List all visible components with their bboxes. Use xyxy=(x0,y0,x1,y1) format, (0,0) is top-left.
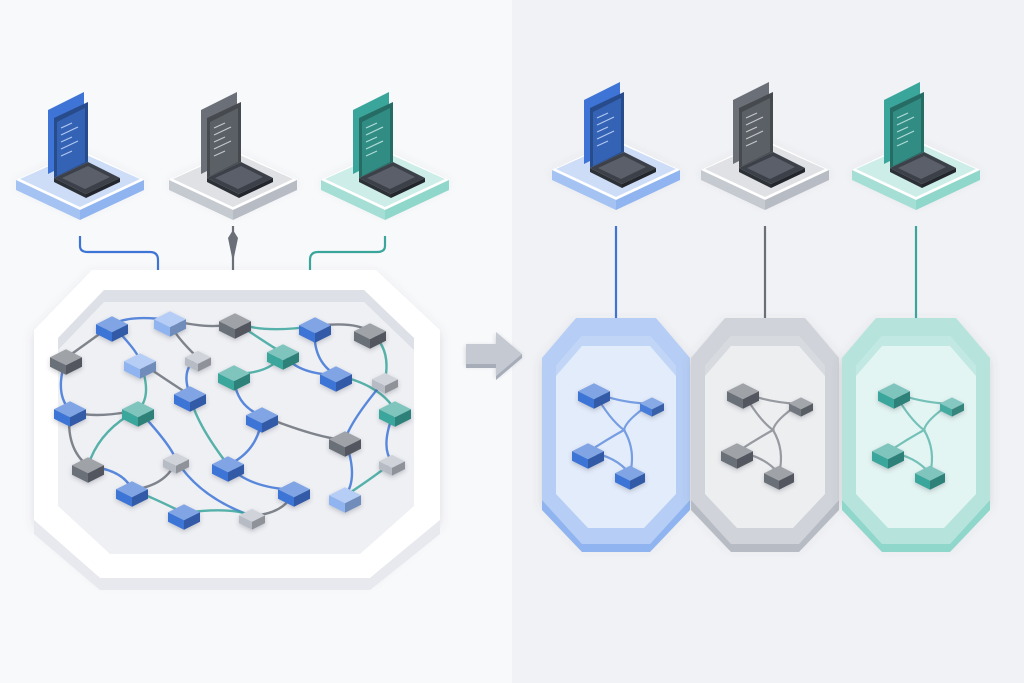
laptop-icon xyxy=(584,82,656,188)
isolated-pool-teal xyxy=(842,226,990,552)
cube-network-icon xyxy=(721,383,813,490)
cube-icon xyxy=(50,349,82,375)
cube-icon xyxy=(329,431,361,457)
cube-icon xyxy=(168,504,200,530)
cube-icon xyxy=(278,481,310,507)
laptop-icon xyxy=(353,92,425,198)
cube-icon xyxy=(154,311,186,337)
laptop-icon xyxy=(48,92,120,198)
cube-icon xyxy=(789,397,813,417)
cube-icon xyxy=(54,401,86,427)
cube-icon xyxy=(915,465,945,490)
workstation-gray xyxy=(701,82,829,210)
cube-icon xyxy=(212,456,244,482)
cube-icon xyxy=(878,383,910,409)
cube-network-icon xyxy=(572,383,664,490)
cube-icon xyxy=(320,366,352,392)
workstation-gray xyxy=(169,92,297,220)
cube-icon xyxy=(764,465,794,490)
isolated-pool-gray xyxy=(691,226,839,552)
cube-icon xyxy=(122,401,154,427)
cube-icon xyxy=(940,397,964,417)
arrow-right-icon xyxy=(466,332,522,380)
workstation-blue xyxy=(16,92,144,220)
cube-icon xyxy=(72,457,104,483)
cube-network-icon xyxy=(872,383,964,490)
cube-icon xyxy=(721,443,753,469)
cube-icon xyxy=(354,323,386,349)
cube-icon xyxy=(116,481,148,507)
cube-icon xyxy=(185,350,211,372)
cube-icon xyxy=(572,443,604,469)
cube-icon xyxy=(219,313,251,339)
cube-icon xyxy=(578,383,610,409)
cube-icon xyxy=(640,397,664,417)
workstation-teal xyxy=(321,92,449,220)
cube-icon xyxy=(96,316,128,342)
cube-icon xyxy=(163,452,189,474)
cube-icon xyxy=(299,317,331,343)
laptop-icon xyxy=(201,92,273,198)
cube-icon xyxy=(174,386,206,412)
cube-icon xyxy=(379,401,411,427)
cube-icon xyxy=(239,508,265,530)
cube-icon xyxy=(727,383,759,409)
workstation-teal xyxy=(852,82,980,210)
cube-icon xyxy=(372,372,398,394)
cube-icon xyxy=(267,344,299,370)
isolated-pool-blue xyxy=(542,226,690,552)
cube-icon xyxy=(124,353,156,379)
cube-icon xyxy=(329,487,361,513)
laptop-icon xyxy=(884,82,956,188)
cube-icon xyxy=(218,365,250,391)
laptop-icon xyxy=(733,82,805,188)
cube-icon xyxy=(615,465,645,490)
cube-icon xyxy=(379,454,405,476)
cube-icon xyxy=(246,407,278,433)
workstation-blue xyxy=(552,82,680,210)
shared-pool xyxy=(34,270,440,590)
cube-icon xyxy=(872,443,904,469)
